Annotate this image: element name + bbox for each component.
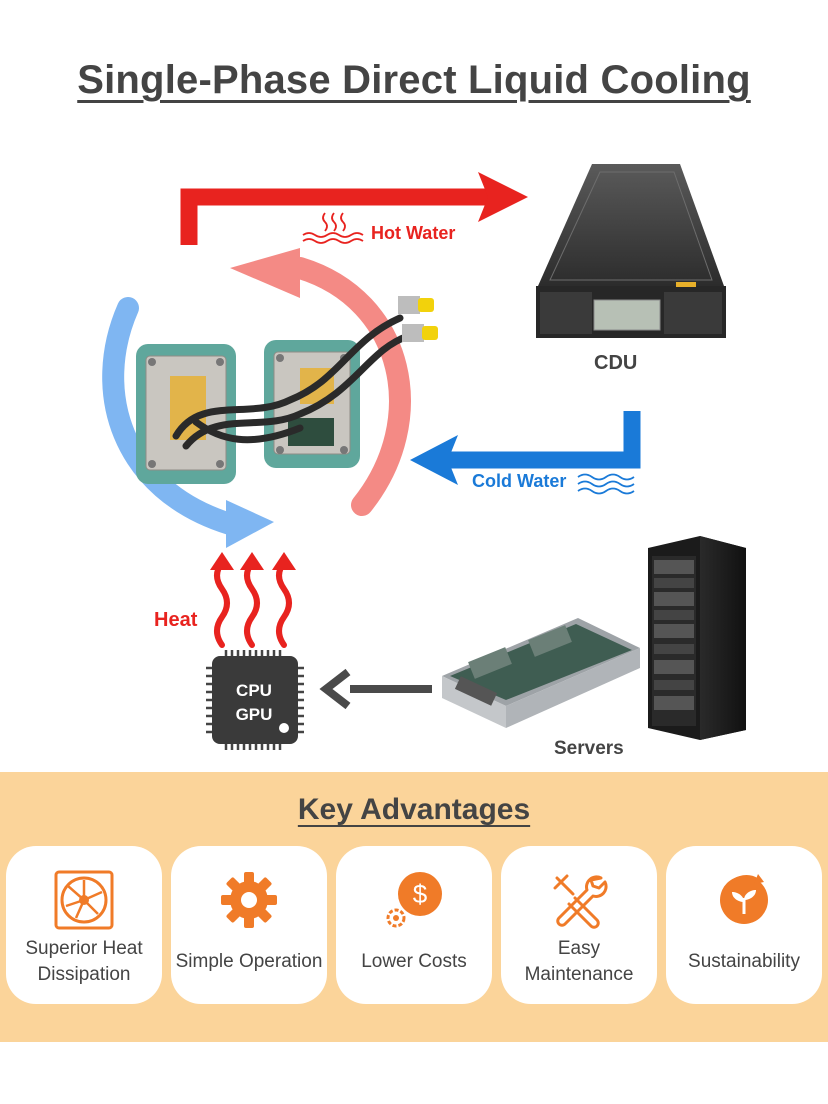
hot-water-label: Hot Water: [371, 223, 456, 243]
heat-arrowheads: [210, 552, 296, 570]
gear-icon: [221, 872, 277, 928]
cdu-label: CDU: [594, 352, 638, 374]
tools-icon: [553, 874, 608, 929]
server-tray: [442, 618, 640, 728]
advantage-label: Superior Heat Dissipation: [25, 938, 143, 985]
advantage-card-simple-operation: Simple Operation: [171, 846, 327, 1004]
hot-water-icon: [302, 212, 364, 244]
cooling-diagram: CPU GPU: [102, 164, 746, 750]
warm-cycle-arrow: [230, 248, 411, 516]
heat-label: Heat: [154, 609, 198, 631]
server-to-chip-arrow: [319, 668, 432, 710]
chip-icon: [206, 650, 304, 750]
hot-water-arrow: [180, 172, 528, 245]
server-rack: [648, 536, 746, 740]
quick-connectors: [398, 296, 438, 342]
cold-water-label: Cold Water: [472, 471, 567, 491]
fan-icon: [54, 870, 114, 930]
advantage-label: Simple Operation: [175, 951, 323, 972]
plant-cycle-icon: [720, 874, 768, 924]
heat-arrows: [214, 560, 292, 648]
cold-plate-left: [136, 344, 236, 484]
advantage-card-lower-costs: $ Lower Costs: [336, 846, 492, 1004]
cold-water-arrow: [410, 411, 641, 485]
cold-water-icon: [577, 473, 635, 495]
advantage-card-sustainability: Sustainability: [666, 846, 822, 1004]
chip-label-cpu: CPU: [236, 681, 272, 700]
servers-label: Servers: [554, 738, 624, 759]
cdu-unit: [536, 164, 726, 338]
advantage-label: Sustainability: [688, 951, 800, 972]
advantage-card-superior-heat-dissipation: Superior Heat Dissipation: [6, 846, 162, 1004]
page-title: Single-Phase Direct Liquid Cooling: [77, 58, 751, 102]
advantage-card-easy-maintenance: Easy Maintenance: [501, 846, 657, 1004]
advantage-label: Lower Costs: [361, 951, 467, 972]
svg-text:$: $: [413, 879, 428, 909]
dollar-coin-icon: $: [386, 872, 442, 928]
chip-label-gpu: GPU: [236, 705, 273, 724]
key-advantages-heading: Key Advantages: [297, 793, 531, 826]
coolant-tubes: [172, 314, 412, 450]
cool-cycle-arrow: [102, 297, 274, 548]
advantage-label: Easy Maintenance: [524, 938, 634, 985]
